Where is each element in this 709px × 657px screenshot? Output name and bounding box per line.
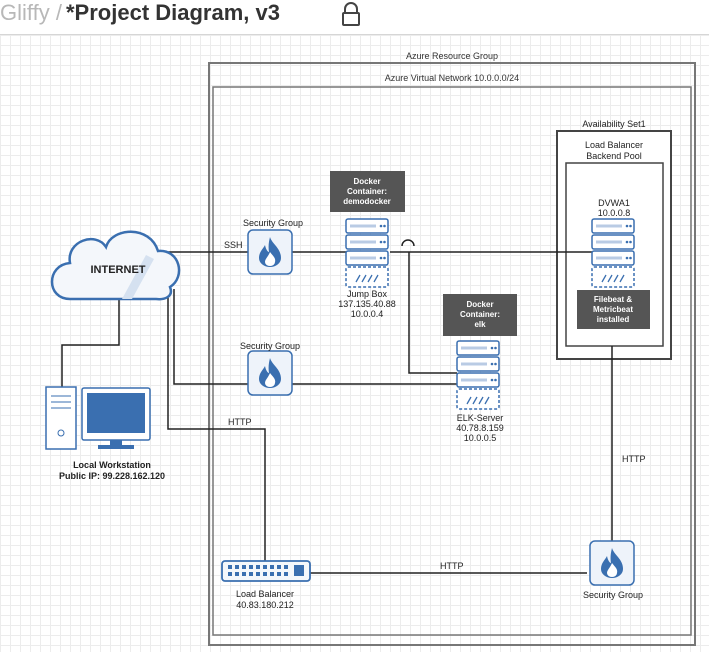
load-balancer-label: Load Balancer bbox=[236, 589, 294, 599]
lock-icon[interactable] bbox=[340, 2, 362, 26]
document-title[interactable]: *Project Diagram, v3 bbox=[66, 0, 280, 25]
docker-demodocker-box bbox=[330, 171, 405, 212]
filebeat-box bbox=[577, 290, 650, 329]
security-group-bottom-icon bbox=[589, 540, 635, 586]
elk-public-ip: 40.78.8.159 bbox=[456, 423, 504, 433]
backend-pool-label-1: Load Balancer bbox=[585, 140, 643, 150]
jumpbox-private-ip: 10.0.0.4 bbox=[351, 309, 384, 319]
workstation-icon bbox=[45, 386, 151, 450]
jumpbox-label: Jump Box bbox=[347, 289, 388, 299]
breadcrumb[interactable]: Gliffy / bbox=[0, 0, 62, 25]
resource-group-label: Azure Resource Group bbox=[406, 51, 498, 61]
filebeat-line1: Filebeat & bbox=[594, 295, 632, 304]
docker-elk-line2: Container: bbox=[460, 310, 500, 319]
availability-set-label: Availability Set1 bbox=[582, 119, 645, 129]
security-group-bottom-label: Security Group bbox=[583, 590, 643, 600]
docker-demodocker-line3: demodocker bbox=[343, 197, 391, 206]
load-balancer-icon bbox=[221, 560, 311, 582]
security-group-mid-icon bbox=[247, 350, 293, 396]
vnet-box bbox=[212, 86, 692, 636]
jumpbox-server-icon bbox=[344, 217, 390, 289]
elk-label: ELK-Server bbox=[457, 413, 504, 423]
resource-group-box bbox=[208, 62, 696, 646]
docker-elk-box bbox=[443, 294, 517, 336]
http-label-right: HTTP bbox=[622, 454, 646, 464]
security-group-top-icon bbox=[247, 229, 293, 275]
security-group-mid-label: Security Group bbox=[240, 341, 300, 351]
elk-server-icon bbox=[455, 339, 501, 411]
internet-cloud-icon bbox=[50, 230, 181, 301]
workstation-label: Local Workstation bbox=[73, 460, 151, 470]
dvwa-server-icon bbox=[590, 217, 636, 289]
internet-label: INTERNET bbox=[91, 264, 146, 276]
workstation-ip: Public IP: 99.228.162.120 bbox=[59, 471, 165, 481]
docker-demodocker-line1: Docker bbox=[353, 177, 380, 186]
docker-elk-line3: elk bbox=[474, 320, 486, 329]
http-label-bottom: HTTP bbox=[440, 561, 464, 571]
ssh-label: SSH bbox=[224, 240, 243, 250]
diagram-canvas[interactable]: Azure Resource Group Azure Virtual Netwo… bbox=[0, 34, 709, 652]
title-bar: Gliffy / *Project Diagram, v3 bbox=[0, 0, 709, 30]
dvwa-label: DVWA1 bbox=[598, 198, 630, 208]
http-label-left: HTTP bbox=[228, 417, 252, 427]
filebeat-line3: installed bbox=[597, 315, 630, 324]
dvwa-ip: 10.0.0.8 bbox=[598, 208, 631, 218]
filebeat-line2: Metricbeat bbox=[593, 305, 633, 314]
connections bbox=[61, 239, 613, 574]
jumpbox-public-ip: 137.135.40.88 bbox=[338, 299, 396, 309]
docker-demodocker-line2: Container: bbox=[347, 187, 387, 196]
diagram: Azure Resource Group Azure Virtual Netwo… bbox=[45, 51, 696, 646]
docker-elk-line1: Docker bbox=[466, 300, 493, 309]
vnet-label: Azure Virtual Network 10.0.0.0/24 bbox=[385, 73, 519, 83]
security-group-top-label: Security Group bbox=[243, 218, 303, 228]
elk-private-ip: 10.0.0.5 bbox=[464, 433, 497, 443]
backend-pool-label-2: Backend Pool bbox=[586, 151, 642, 161]
load-balancer-ip: 40.83.180.212 bbox=[236, 600, 294, 610]
